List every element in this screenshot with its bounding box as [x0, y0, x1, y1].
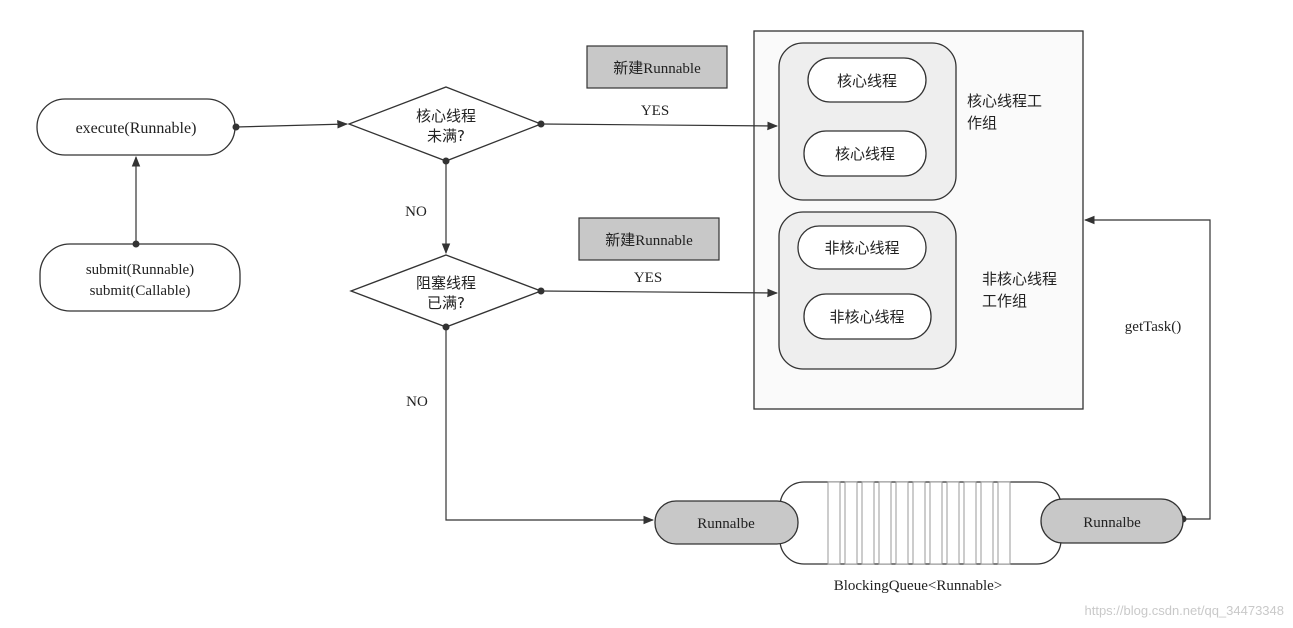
- queue-decision-line2: 已满?: [427, 294, 465, 312]
- noncore-thread-2: [803, 293, 932, 340]
- new-runnable-bottom-label: 新建Runnable: [605, 232, 693, 249]
- noncore-group-label-line2: 工作组: [982, 292, 1027, 310]
- watermark: https://blog.csdn.net/qq_34473348: [1085, 603, 1285, 618]
- core-thread-1: [807, 57, 927, 103]
- noncore-thread-2-label: 非核心线程: [829, 308, 904, 326]
- no-label-bottom: NO: [406, 394, 428, 410]
- get-task-label: getTask(): [1125, 319, 1181, 335]
- core-decision-line1: 核心线程: [416, 107, 476, 125]
- core-group-label-line1: 核心线程工: [967, 92, 1042, 110]
- yes-label-bottom: YES: [634, 270, 662, 286]
- yes-label-top: YES: [641, 103, 669, 119]
- core-group-label-line2: 作组: [967, 114, 997, 132]
- queue-decision-line1: 阻塞线程: [416, 274, 476, 292]
- runnable-left-label: Runnalbe: [697, 516, 755, 532]
- core-thread-2: [803, 130, 927, 177]
- runnable-right-node: [1040, 498, 1184, 544]
- core-thread-2-label: 核心线程: [835, 145, 895, 163]
- no-label-top: NO: [405, 204, 427, 220]
- queue-slots: [827, 481, 1011, 565]
- new-runnable-box-bottom: [578, 217, 720, 261]
- submit-node: [39, 243, 241, 312]
- noncore-thread-1: [797, 225, 927, 270]
- noncore-thread-1-label: 非核心线程: [824, 239, 899, 257]
- core-thread-1-label: 核心线程: [837, 72, 897, 90]
- new-runnable-box-top: [586, 45, 728, 89]
- submit-label-line2: submit(Callable): [90, 283, 191, 299]
- new-runnable-top-label: 新建Runnable: [613, 60, 701, 77]
- core-decision-line2: 未满?: [427, 127, 465, 145]
- connectors: [131, 119, 1211, 525]
- runnable-right-label: Runnalbe: [1083, 515, 1141, 531]
- noncore-group-label-line1: 非核心线程: [982, 270, 1057, 288]
- execute-label: execute(Runnable): [76, 120, 197, 137]
- runnable-left-node: [654, 500, 799, 545]
- submit-label-line1: submit(Runnable): [86, 262, 194, 278]
- blocking-queue-label: BlockingQueue<Runnable>: [834, 578, 1003, 594]
